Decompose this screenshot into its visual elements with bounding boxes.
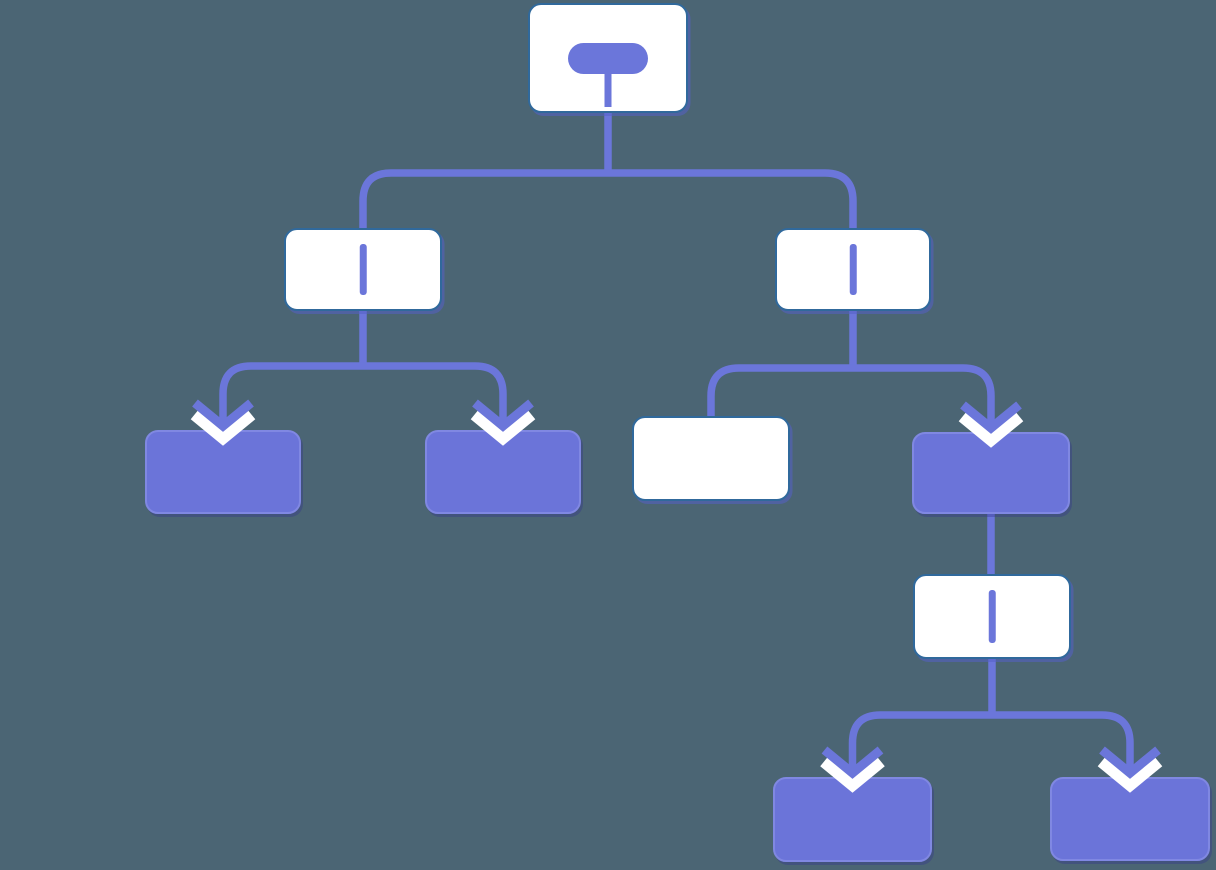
- root-pill-stem-icon: [604, 71, 612, 107]
- node-root[interactable]: [528, 3, 688, 113]
- node-leaf-b[interactable]: [425, 430, 581, 514]
- node-leaf-f[interactable]: [773, 777, 932, 862]
- node-branch-left[interactable]: [284, 228, 442, 311]
- node-branch-right[interactable]: [775, 228, 931, 311]
- divider-line-icon: [988, 590, 996, 643]
- root-pill-icon: [568, 43, 648, 74]
- divider-line-icon: [849, 244, 857, 295]
- node-branch-bottom[interactable]: [913, 574, 1071, 659]
- node-mid-action[interactable]: [912, 432, 1070, 514]
- node-leaf-a[interactable]: [145, 430, 301, 514]
- node-white-leaf[interactable]: [632, 416, 790, 501]
- divider-line-icon: [359, 244, 367, 295]
- node-leaf-g[interactable]: [1050, 777, 1210, 861]
